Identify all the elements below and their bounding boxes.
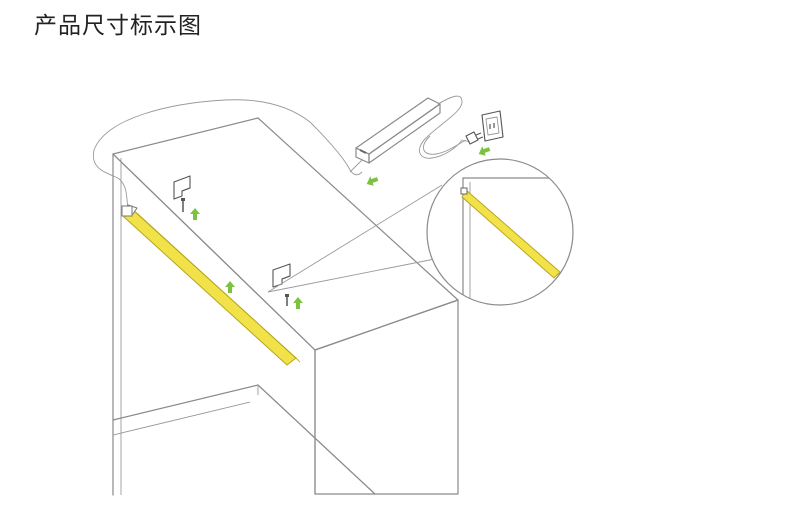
install-arrow-icon: [478, 146, 491, 156]
page-title: 产品尺寸标示图: [34, 13, 202, 39]
install-arrow-icon: [190, 208, 200, 220]
install-arrow-icon: [366, 176, 379, 186]
power-plug: [465, 131, 484, 145]
power-cord: [419, 95, 471, 159]
power-driver: [349, 97, 441, 173]
screw-icon: [285, 294, 289, 306]
led-light-bar: [121, 204, 301, 366]
mounting-bracket: [272, 263, 291, 288]
mounting-bracket: [173, 175, 191, 200]
wall-socket-icon: [481, 110, 504, 142]
install-arrow-icon: [225, 281, 235, 293]
screw-icon: [181, 198, 185, 212]
zoom-callout-lines: [267, 184, 456, 293]
cabinet: [112, 117, 459, 496]
zoom-detail: [426, 158, 574, 306]
install-arrow-icon: [293, 297, 303, 309]
power-cable: [92, 99, 363, 209]
